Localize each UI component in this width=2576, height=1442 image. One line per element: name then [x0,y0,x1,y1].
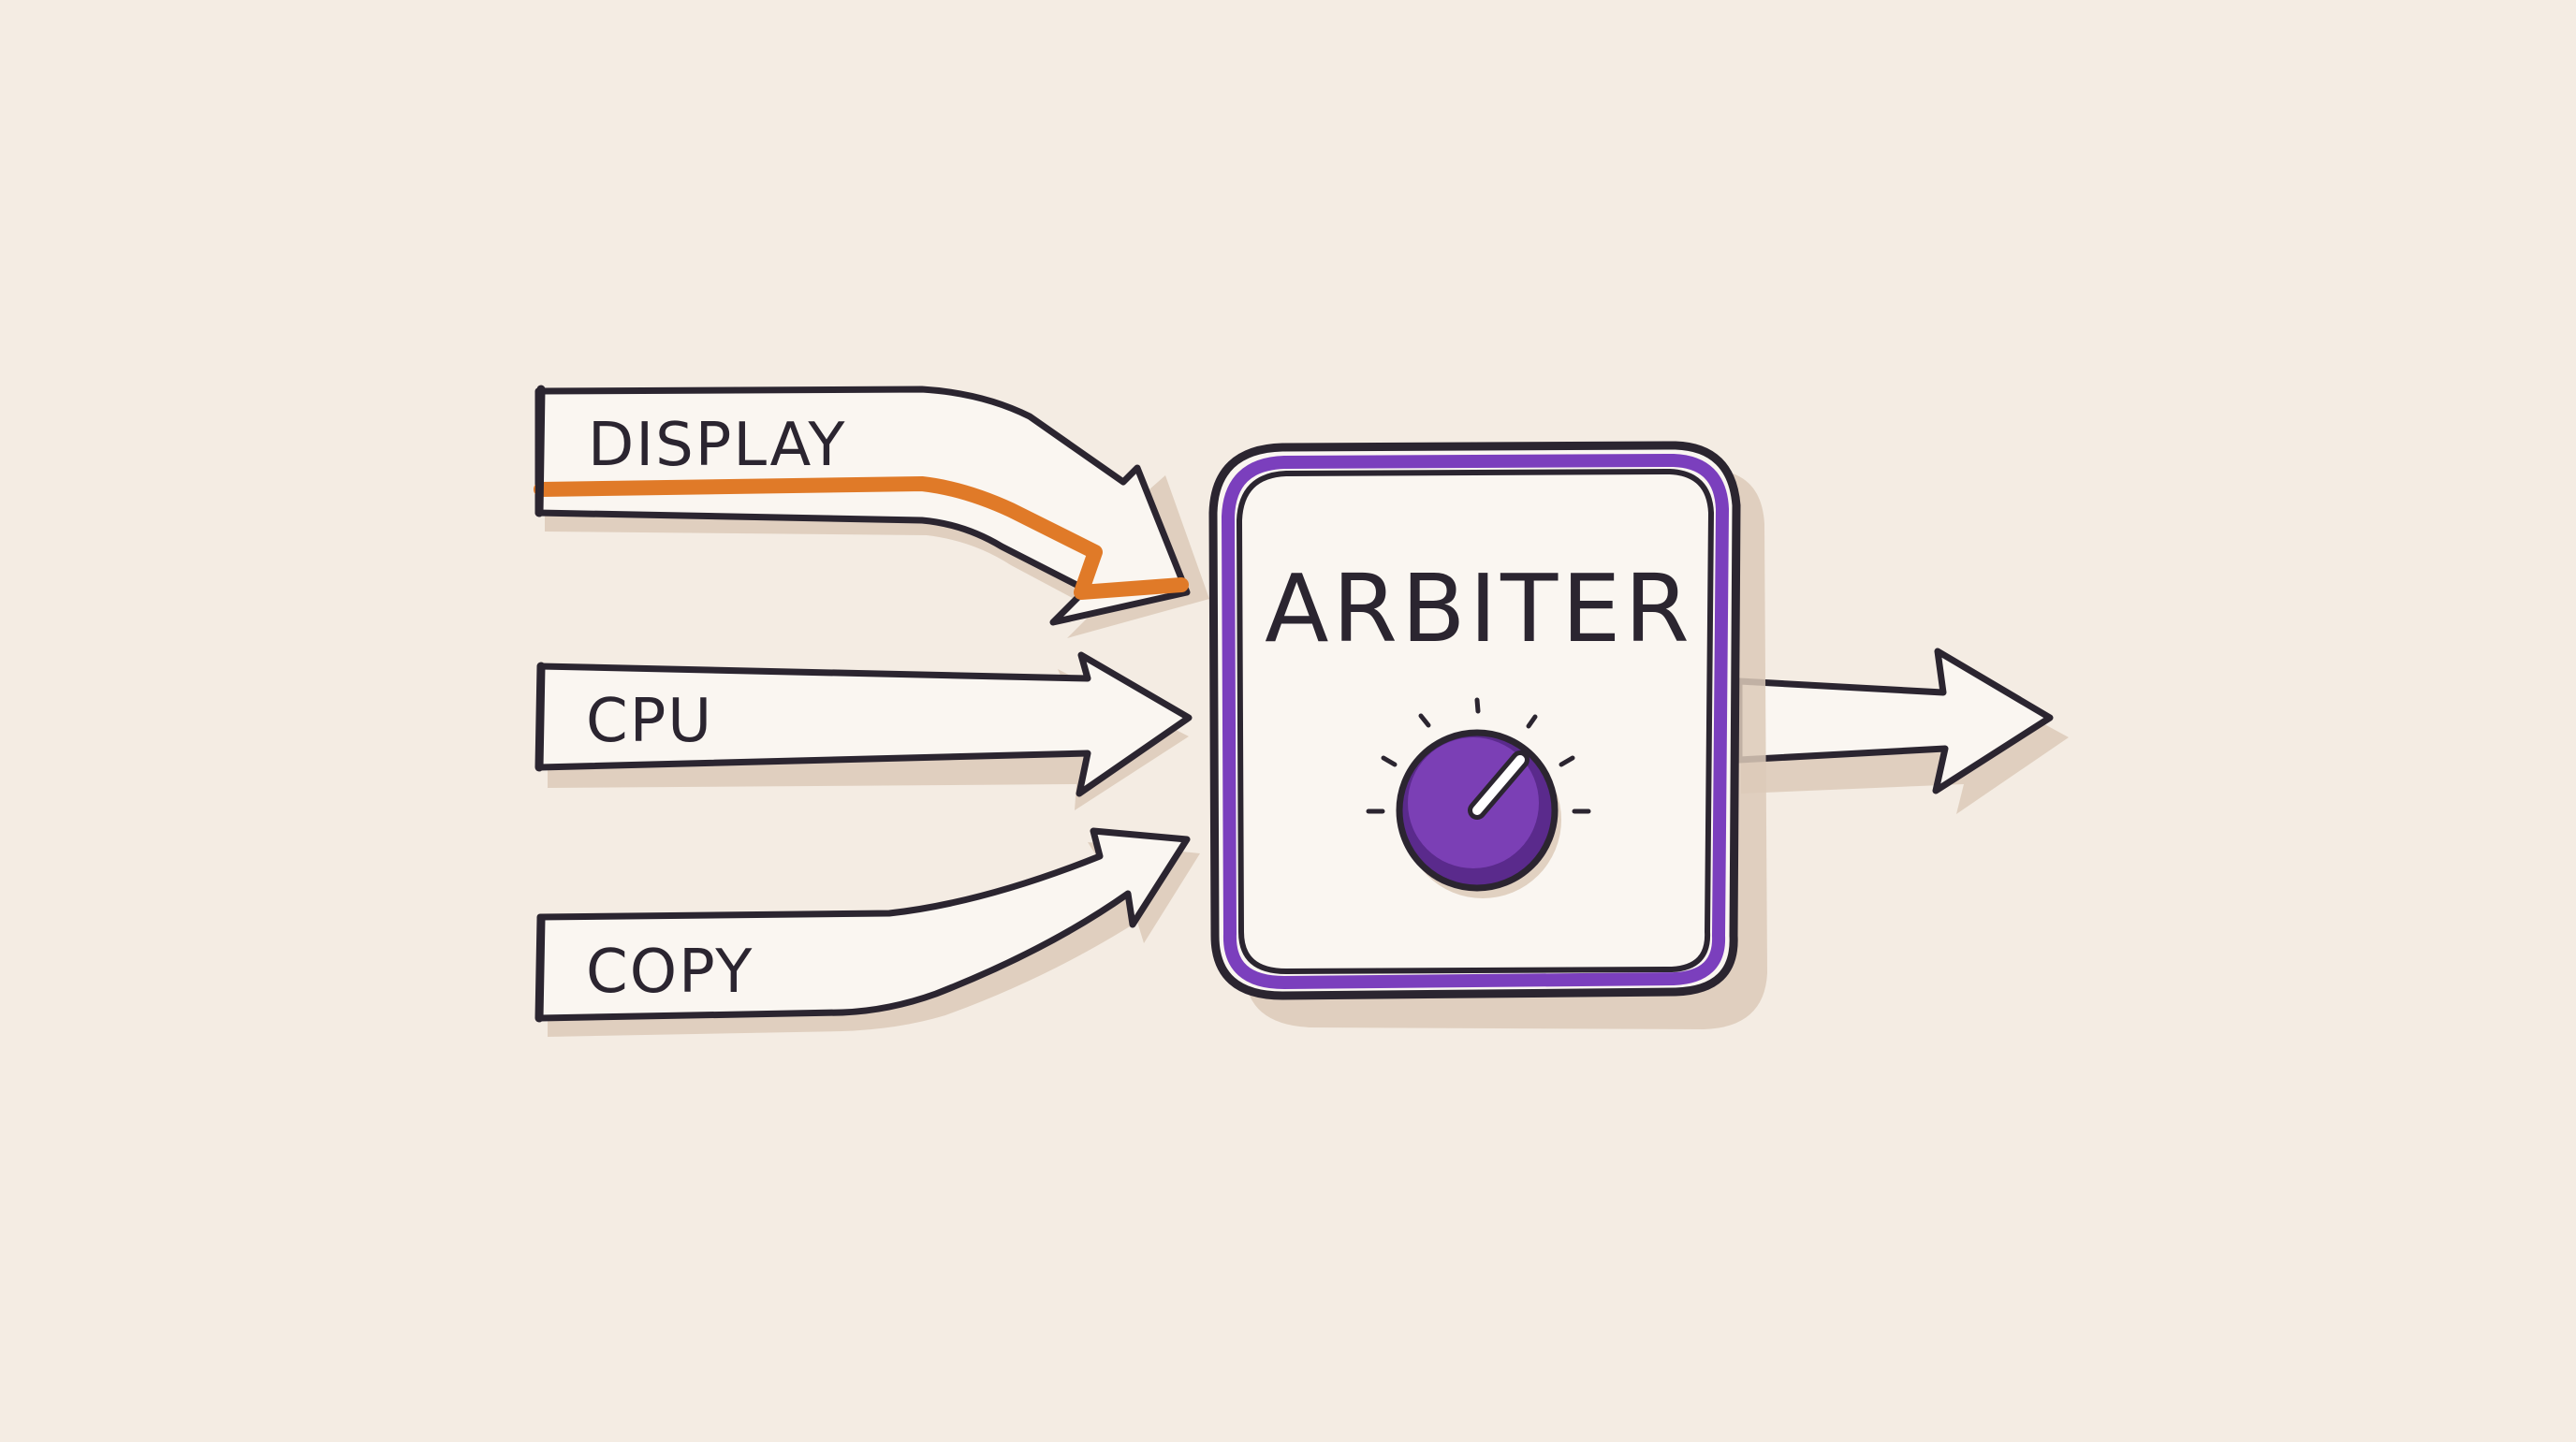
knob-pointer-inner [1472,755,1525,815]
cpu-input-arrow: CPU [534,651,1193,810]
display-arrow-highlight [534,476,1189,600]
cpu-arrow-tail-mark [534,662,546,772]
output-arrow-body [1735,648,2054,794]
arbiter-outer-border [1208,441,1741,1000]
arbiter-purple-border [1222,454,1729,989]
copy-label: COPY [586,938,754,1007]
copy-arrow-body [536,827,1191,1022]
copy-input-arrow: COPY [534,827,1200,1037]
arbiter-block: ARBITER [1208,441,1767,1029]
cpu-label: CPU [586,687,713,756]
display-label: DISPLAY [588,411,846,480]
display-input-arrow: DISPLAY [534,385,1209,638]
display-arrow-body [534,386,1191,626]
knob-icon [1366,697,1591,898]
output-arrow [1735,648,2069,814]
knob-tick-marks [1366,697,1591,814]
display-arrow-tail-mark [534,385,546,517]
arbiter-label: ARBITER [1265,554,1693,663]
arbiter-inner-border [1237,469,1714,974]
copy-arrow-tail-mark [534,914,546,1023]
cpu-arrow-body [536,651,1193,797]
